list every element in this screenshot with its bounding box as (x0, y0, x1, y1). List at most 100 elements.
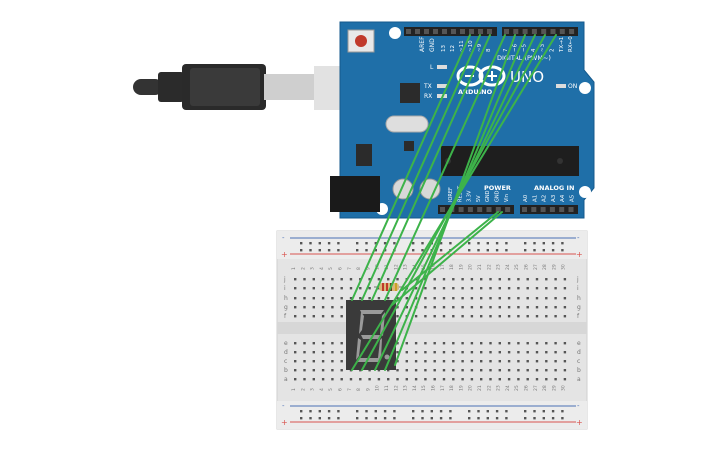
breadboard-hole[interactable] (321, 342, 325, 345)
breadboard-hole[interactable] (442, 342, 446, 345)
breadboard-hole[interactable] (507, 297, 511, 300)
breadboard-hole[interactable] (470, 360, 474, 363)
breadboard-hole[interactable] (468, 242, 471, 245)
breadboard-hole[interactable] (542, 410, 545, 413)
breadboard-hole[interactable] (545, 342, 548, 345)
breadboard-hole[interactable] (452, 342, 455, 345)
breadboard-hole[interactable] (377, 287, 381, 290)
breadboard-hole[interactable] (331, 315, 334, 318)
breadboard-hole[interactable] (442, 306, 446, 309)
breadboard-hole[interactable] (498, 351, 501, 354)
breadboard-hole[interactable] (461, 369, 464, 372)
breadboard-hole[interactable] (294, 315, 297, 318)
breadboard-hole[interactable] (563, 360, 567, 363)
breadboard-hole[interactable] (452, 287, 455, 290)
breadboard-hole[interactable] (383, 417, 387, 420)
breadboard-hole[interactable] (294, 369, 297, 372)
breadboard-hole[interactable] (300, 242, 303, 245)
breadboard-hole[interactable] (489, 278, 492, 281)
breadboard-hole[interactable] (486, 417, 489, 420)
breadboard-hole[interactable] (309, 417, 312, 420)
breadboard-hole[interactable] (331, 278, 334, 281)
breadboard-hole[interactable] (535, 351, 539, 354)
breadboard-hole[interactable] (318, 417, 321, 420)
breadboard-hole[interactable] (294, 342, 297, 345)
breadboard-hole[interactable] (517, 297, 520, 300)
breadboard-hole[interactable] (321, 306, 325, 309)
breadboard-hole[interactable] (424, 369, 427, 372)
breadboard-hole[interactable] (563, 351, 567, 354)
breadboard-hole[interactable] (535, 306, 539, 309)
breadboard-hole[interactable] (365, 249, 368, 252)
breadboard-hole[interactable] (433, 297, 436, 300)
breadboard-hole[interactable] (505, 249, 508, 252)
breadboard-hole[interactable] (303, 360, 306, 363)
breadboard-hole[interactable] (405, 351, 408, 354)
breadboard-hole[interactable] (486, 242, 489, 245)
breadboard-hole[interactable] (449, 410, 452, 413)
resistor[interactable] (374, 283, 404, 291)
breadboard-hole[interactable] (477, 242, 480, 245)
breadboard-hole[interactable] (424, 351, 427, 354)
breadboard-hole[interactable] (433, 342, 436, 345)
breadboard-hole[interactable] (424, 287, 427, 290)
breadboard-hole[interactable] (294, 378, 297, 381)
breadboard-hole[interactable] (340, 278, 343, 281)
breadboard-hole[interactable] (470, 306, 474, 309)
breadboard-hole[interactable] (498, 378, 501, 381)
breadboard-hole[interactable] (563, 278, 567, 281)
breadboard-hole[interactable] (517, 378, 520, 381)
breadboard-hole[interactable] (480, 287, 483, 290)
breadboard-hole[interactable] (312, 369, 315, 372)
breadboard-hole[interactable] (387, 278, 390, 281)
breadboard-hole[interactable] (517, 360, 520, 363)
reset-button[interactable] (347, 29, 375, 53)
breadboard-hole[interactable] (526, 315, 529, 318)
breadboard-hole[interactable] (321, 351, 325, 354)
breadboard-hole[interactable] (430, 417, 433, 420)
breadboard-hole[interactable] (461, 306, 464, 309)
breadboard-hole[interactable] (507, 315, 511, 318)
breadboard-hole[interactable] (349, 369, 353, 372)
breadboard-hole[interactable] (312, 315, 315, 318)
breadboard-hole[interactable] (498, 297, 501, 300)
breadboard-hole[interactable] (470, 315, 474, 318)
breadboard-hole[interactable] (393, 410, 396, 413)
breadboard-hole[interactable] (359, 378, 362, 381)
breadboard-hole[interactable] (442, 297, 446, 300)
breadboard-hole[interactable] (433, 360, 436, 363)
breadboard-hole[interactable] (405, 306, 408, 309)
breadboard-hole[interactable] (507, 342, 511, 345)
breadboard-hole[interactable] (303, 278, 306, 281)
breadboard-hole[interactable] (554, 360, 557, 363)
breadboard-hole[interactable] (498, 360, 501, 363)
breadboard-hole[interactable] (480, 297, 483, 300)
breadboard-hole[interactable] (340, 297, 343, 300)
breadboard-hole[interactable] (424, 315, 427, 318)
breadboard-hole[interactable] (495, 242, 499, 245)
breadboard-hole[interactable] (356, 242, 359, 245)
breadboard-hole[interactable] (421, 410, 424, 413)
breadboard-hole[interactable] (412, 410, 415, 413)
breadboard-hole[interactable] (442, 360, 446, 363)
breadboard-hole[interactable] (563, 342, 567, 345)
jumper-wire[interactable] (391, 211, 503, 306)
breadboard-hole[interactable] (551, 249, 555, 252)
breadboard-hole[interactable] (533, 242, 536, 245)
breadboard-hole[interactable] (374, 242, 377, 245)
breadboard-hole[interactable] (461, 278, 464, 281)
breadboard-hole[interactable] (442, 351, 446, 354)
jumper-wire[interactable] (401, 211, 499, 291)
breadboard-hole[interactable] (517, 369, 520, 372)
breadboard-hole[interactable] (387, 378, 390, 381)
breadboard-hole[interactable] (349, 297, 353, 300)
breadboard-hole[interactable] (424, 342, 427, 345)
breadboard-hole[interactable] (480, 306, 483, 309)
breadboard-hole[interactable] (452, 369, 455, 372)
breadboard-hole[interactable] (414, 342, 418, 345)
breadboard-hole[interactable] (551, 242, 555, 245)
breadboard-hole[interactable] (414, 351, 418, 354)
breadboard-hole[interactable] (551, 410, 555, 413)
breadboard-hole[interactable] (321, 369, 325, 372)
